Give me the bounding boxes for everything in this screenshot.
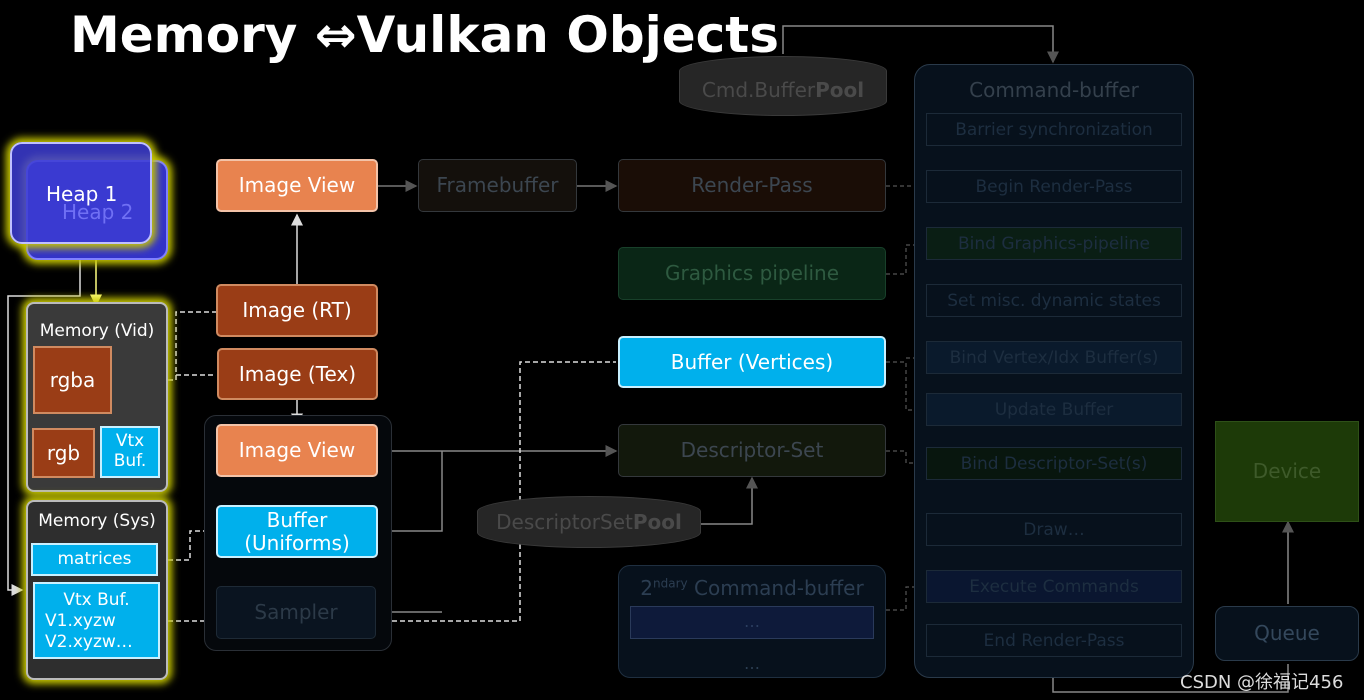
cmd-begin-render-pass[interactable]: Begin Render-Pass [926, 170, 1182, 203]
command-buffer-title: Command-buffer [969, 78, 1139, 102]
buffer-uniforms[interactable]: Buffer (Uniforms) [216, 505, 378, 558]
image-view-top[interactable]: Image View [216, 159, 378, 212]
pool-label: DescriptorSet [496, 510, 633, 534]
cmd-bind-descriptor[interactable]: Bind Descriptor-Set(s) [926, 447, 1182, 480]
secondary-cb-item: … [630, 606, 874, 639]
secondary-cb-post: Command-buffer [687, 576, 864, 600]
heap-1-label: Heap 1 [46, 182, 118, 206]
vtx-buf-sys-block: Vtx Buf. V1.xyzw V2.xyzw… [33, 582, 160, 659]
vtx-line: V2.xyzw… [45, 632, 133, 652]
pool-label: Cmd.Buffer [701, 78, 816, 102]
secondary-cb-title: 2ndary Command-buffer [618, 576, 886, 600]
cmd-bind-pipeline[interactable]: Bind Graphics-pipeline [926, 227, 1182, 260]
buffer-uniforms-line2: (Uniforms) [244, 530, 350, 555]
cmd-dynamic-states[interactable]: Set misc. dynamic states [926, 284, 1182, 317]
heap-1 [10, 142, 152, 244]
vtx-line: Vtx Buf. [63, 590, 130, 610]
rgb-block: rgb [32, 428, 95, 478]
buffer-uniforms-line1: Buffer [266, 507, 328, 532]
cmd-execute-commands[interactable]: Execute Commands [926, 570, 1182, 603]
framebuffer[interactable]: Framebuffer [418, 159, 577, 212]
cmd-update-buffer[interactable]: Update Buffer [926, 393, 1182, 426]
image-view[interactable]: Image View [216, 424, 378, 477]
cmd-bind-vertex[interactable]: Bind Vertex/Idx Buffer(s) [926, 341, 1182, 374]
cmd-end-render-pass[interactable]: End Render-Pass [926, 624, 1182, 657]
matrices-block: matrices [31, 543, 158, 576]
watermark: CSDN @徐福记456 [1180, 672, 1344, 693]
image-rt[interactable]: Image (RT) [216, 284, 378, 337]
cmd-buffer-pool[interactable]: Cmd.Buffer Pool [679, 56, 887, 116]
memory-sys-label: Memory (Sys) [38, 511, 156, 531]
secondary-cb-more: … [744, 654, 760, 673]
vtx-line: V1.xyzw [45, 611, 116, 631]
graphics-pipeline[interactable]: Graphics pipeline [618, 247, 886, 300]
image-tex[interactable]: Image (Tex) [217, 348, 378, 400]
descriptor-set-pool[interactable]: DescriptorSet Pool [477, 496, 701, 548]
pool-label-bold: Pool [815, 78, 865, 102]
slide-title: Memory ⇔Vulkan Objects [70, 6, 779, 64]
secondary-cb-pre: 2 [640, 576, 654, 600]
cmd-barrier[interactable]: Barrier synchronization [926, 113, 1182, 146]
sampler[interactable]: Sampler [216, 586, 376, 639]
memory-vid-label: Memory (Vid) [39, 321, 155, 341]
render-pass[interactable]: Render-Pass [618, 159, 886, 212]
secondary-cb-sup: ndary [653, 576, 688, 591]
pool-label-bold: Pool [632, 510, 682, 534]
buffer-vertices[interactable]: Buffer (Vertices) [618, 336, 886, 388]
descriptor-set[interactable]: Descriptor-Set [618, 424, 886, 477]
vtx-buf-block: Vtx Buf. [100, 426, 160, 478]
rgba-block: rgba [33, 346, 112, 414]
queue[interactable]: Queue [1215, 606, 1359, 661]
heap-2-label: Heap 2 [62, 200, 134, 224]
device[interactable]: Device [1215, 421, 1359, 522]
cmd-draw[interactable]: Draw… [926, 513, 1182, 546]
